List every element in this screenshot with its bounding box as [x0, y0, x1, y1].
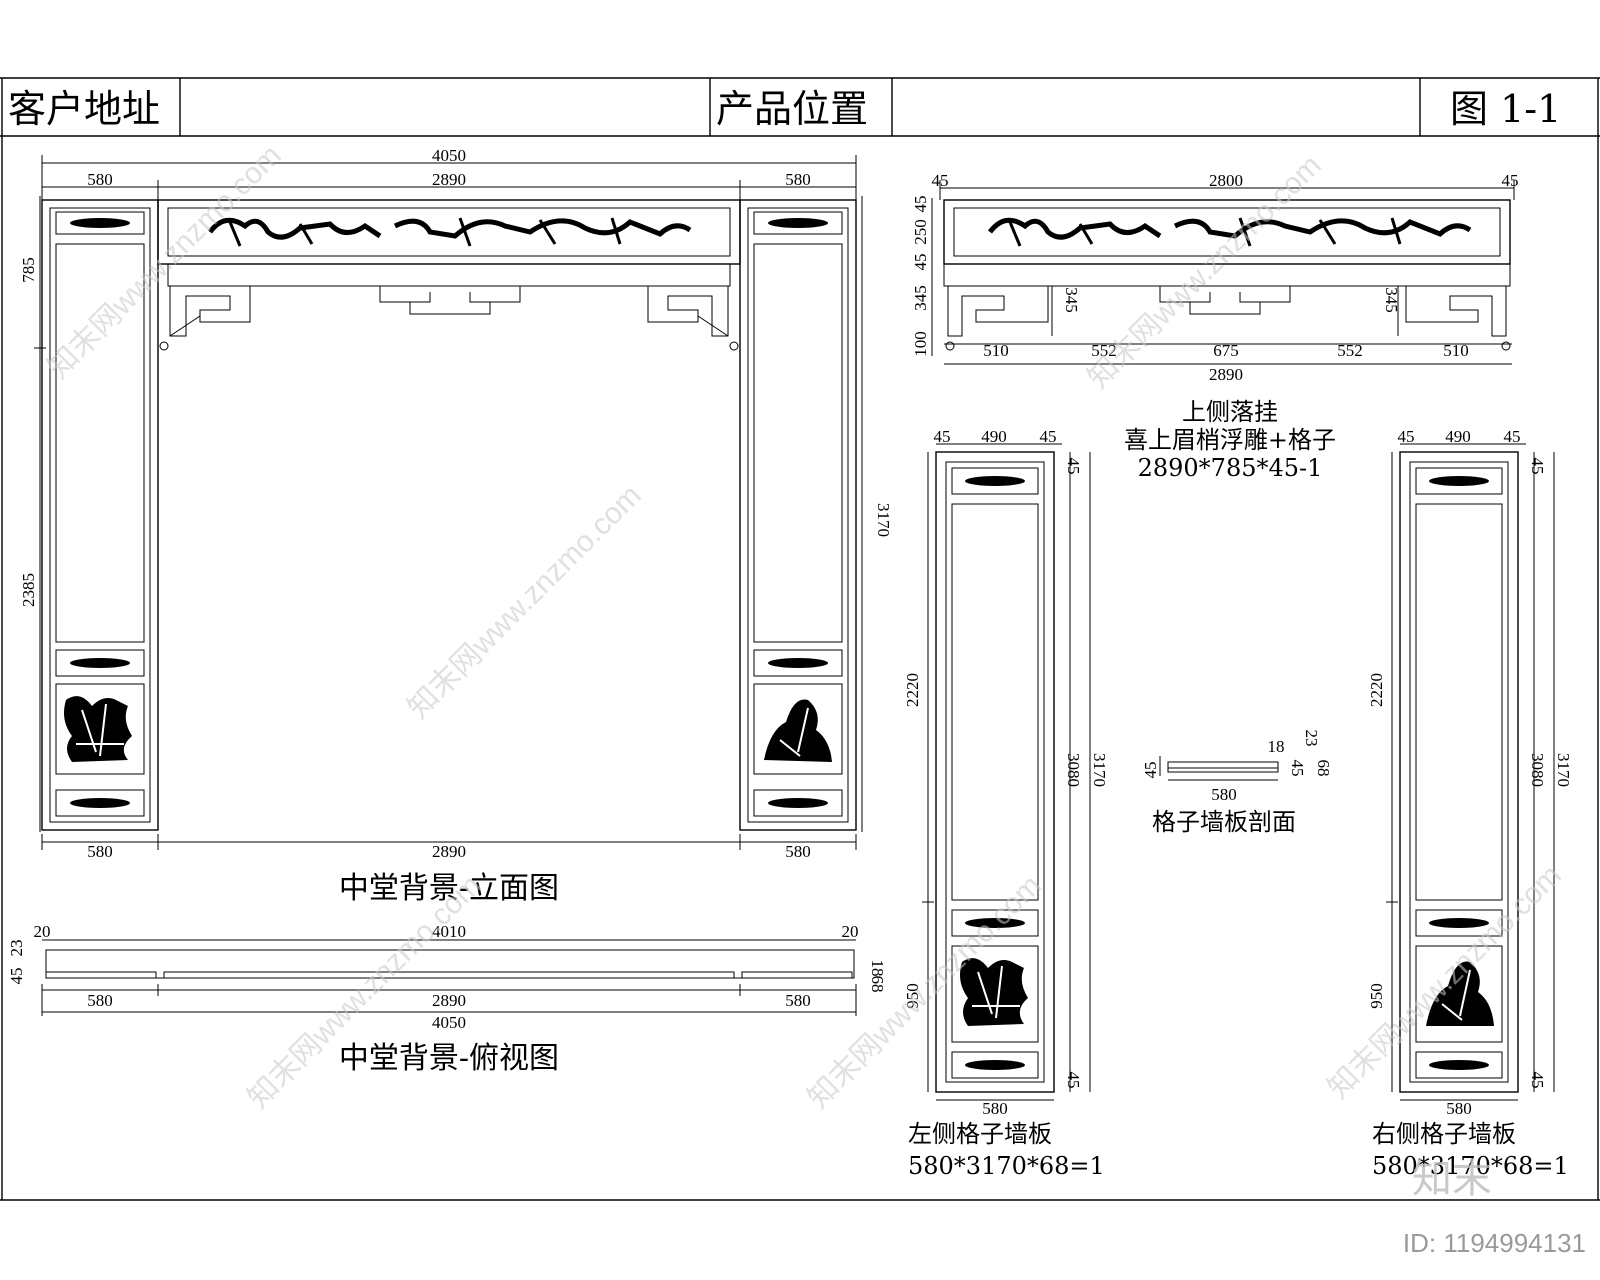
lp-right-3: 3170 [1090, 753, 1109, 787]
hang-left-3: 45 [911, 254, 930, 271]
rp-right-3: 3170 [1554, 753, 1573, 787]
sec-width: 580 [1211, 785, 1237, 804]
hang-inner-left: 345 [1062, 287, 1081, 313]
title-block: 客户地址 产品位置 图 1-1 [0, 77, 1600, 1201]
elev-seg-top-mid: 2890 [432, 170, 466, 189]
top-inner-width: 4010 [432, 922, 466, 941]
top-edge-right: 20 [842, 922, 859, 941]
top-thick-right-1: 18 [868, 960, 887, 977]
hang-left-5: 100 [911, 331, 930, 357]
section-detail: 45 18 23 45 68 580 格子墙板剖面 [1141, 730, 1333, 837]
lp-right-2: 3080 [1064, 753, 1083, 787]
section-title: 格子墙板剖面 [1152, 808, 1296, 836]
top-edge-left: 20 [34, 922, 51, 941]
hang-left-4: 345 [911, 285, 930, 311]
right-panel-detail: 45 490 45 2220 950 45 3080 3170 45 580 右… [1367, 427, 1573, 1180]
top-seg-left: 580 [87, 991, 113, 1010]
elev-overall-width: 4050 [432, 146, 466, 165]
hang-title-1: 上侧落挂 [1182, 398, 1278, 426]
hang-title-3: 2890*785*45-1 [1138, 454, 1323, 482]
hang-bottom-5: 510 [1443, 341, 1469, 360]
lp-top-2: 490 [981, 427, 1007, 446]
watermark-text-2: 知末网www.znzmo.com [402, 479, 648, 725]
image-id: ID: 1194994131 [1403, 1228, 1586, 1258]
rp-top-3: 45 [1504, 427, 1521, 446]
rp-top-1: 45 [1398, 427, 1415, 446]
hang-bottom-2: 552 [1091, 341, 1117, 360]
elev-seg-top-left: 580 [87, 170, 113, 189]
lp-top-1: 45 [934, 427, 951, 446]
left-panel-detail: 45 490 45 2220 950 45 3080 3170 45 580 左… [903, 427, 1109, 1180]
top-thick-left-2: 45 [7, 968, 26, 985]
hang-bottom-1: 510 [983, 341, 1009, 360]
top-thick-left-1: 23 [7, 940, 26, 957]
elev-height-upper: 785 [19, 257, 38, 283]
client-address-label: 客户地址 [8, 87, 160, 131]
upper-hanging-detail: 45 2800 45 45 250 45 345 100 345 345 510… [911, 171, 1519, 482]
lp-left-2: 950 [903, 983, 922, 1009]
right-panel-spec: 580*3170*68=1 [1372, 1152, 1569, 1180]
sec-dim-1: 45 [1141, 762, 1160, 779]
rp-left-1: 2220 [1367, 673, 1386, 707]
top-overall-width: 4050 [432, 1013, 466, 1032]
top-view: 20 4010 20 23 45 18 68 580 2890 580 4050… [7, 922, 887, 1076]
hang-left-2: 250 [911, 219, 930, 245]
figure-label: 图 1-1 [1450, 87, 1561, 131]
top-thick-right-2: 68 [868, 976, 887, 993]
lp-top-3: 45 [1040, 427, 1057, 446]
hang-bottom-3: 675 [1213, 341, 1239, 360]
lp-left-1: 2220 [903, 673, 922, 707]
elev-seg-bottom-mid: 2890 [432, 842, 466, 861]
top-seg-right: 580 [785, 991, 811, 1010]
top-seg-mid: 2890 [432, 991, 466, 1010]
lp-right-1: 45 [1064, 458, 1083, 475]
elevation-title: 中堂背景-立面图 [339, 871, 559, 906]
left-panel-spec: 580*3170*68=1 [908, 1152, 1105, 1180]
lp-right-4: 45 [1064, 1072, 1083, 1089]
watermark-text-1: 知末网www.znzmo.com [42, 139, 288, 385]
sec-dim-3: 23 [1302, 730, 1321, 747]
lp-bottom-width: 580 [982, 1099, 1008, 1118]
sec-dim-5: 68 [1314, 760, 1333, 777]
elevation-view: 4050 580 2890 580 785 2385 3170 [19, 146, 893, 906]
top-view-title: 中堂背景-俯视图 [339, 1041, 559, 1076]
hang-left-1: 45 [911, 196, 930, 213]
right-panel-title: 右侧格子墙板 [1372, 1120, 1516, 1148]
elev-height-right: 3170 [874, 503, 893, 537]
hang-top-left: 45 [932, 171, 949, 190]
hang-overall-width: 2890 [1209, 365, 1243, 384]
rp-bottom-width: 580 [1446, 1099, 1472, 1118]
rp-top-2: 490 [1445, 427, 1471, 446]
rp-right-2: 3080 [1528, 753, 1547, 787]
elev-seg-bottom-right: 580 [785, 842, 811, 861]
rp-right-1: 45 [1528, 458, 1547, 475]
sec-dim-2: 18 [1268, 737, 1285, 756]
watermark-layer: 知末网www.znzmo.com 知末网www.znzmo.com 知末网www… [42, 139, 1586, 1258]
hang-inner-right: 345 [1382, 287, 1401, 313]
elev-height-lower: 2385 [19, 573, 38, 607]
hang-bottom-4: 552 [1337, 341, 1363, 360]
elev-seg-bottom-left: 580 [87, 842, 113, 861]
hang-title-2: 喜上眉梢浮雕+格子 [1124, 426, 1336, 454]
rp-left-2: 950 [1367, 983, 1386, 1009]
hang-top-mid: 2800 [1209, 171, 1243, 190]
sec-dim-4: 45 [1288, 760, 1307, 777]
watermark-logo: 知末 [1412, 1157, 1492, 1201]
product-position-label: 产品位置 [716, 87, 868, 131]
watermark-text-4: 知末网www.znzmo.com [1082, 149, 1328, 395]
rp-right-4: 45 [1528, 1072, 1547, 1089]
elev-seg-top-right: 580 [785, 170, 811, 189]
left-panel-title: 左侧格子墙板 [908, 1120, 1052, 1148]
hang-top-right: 45 [1502, 171, 1519, 190]
